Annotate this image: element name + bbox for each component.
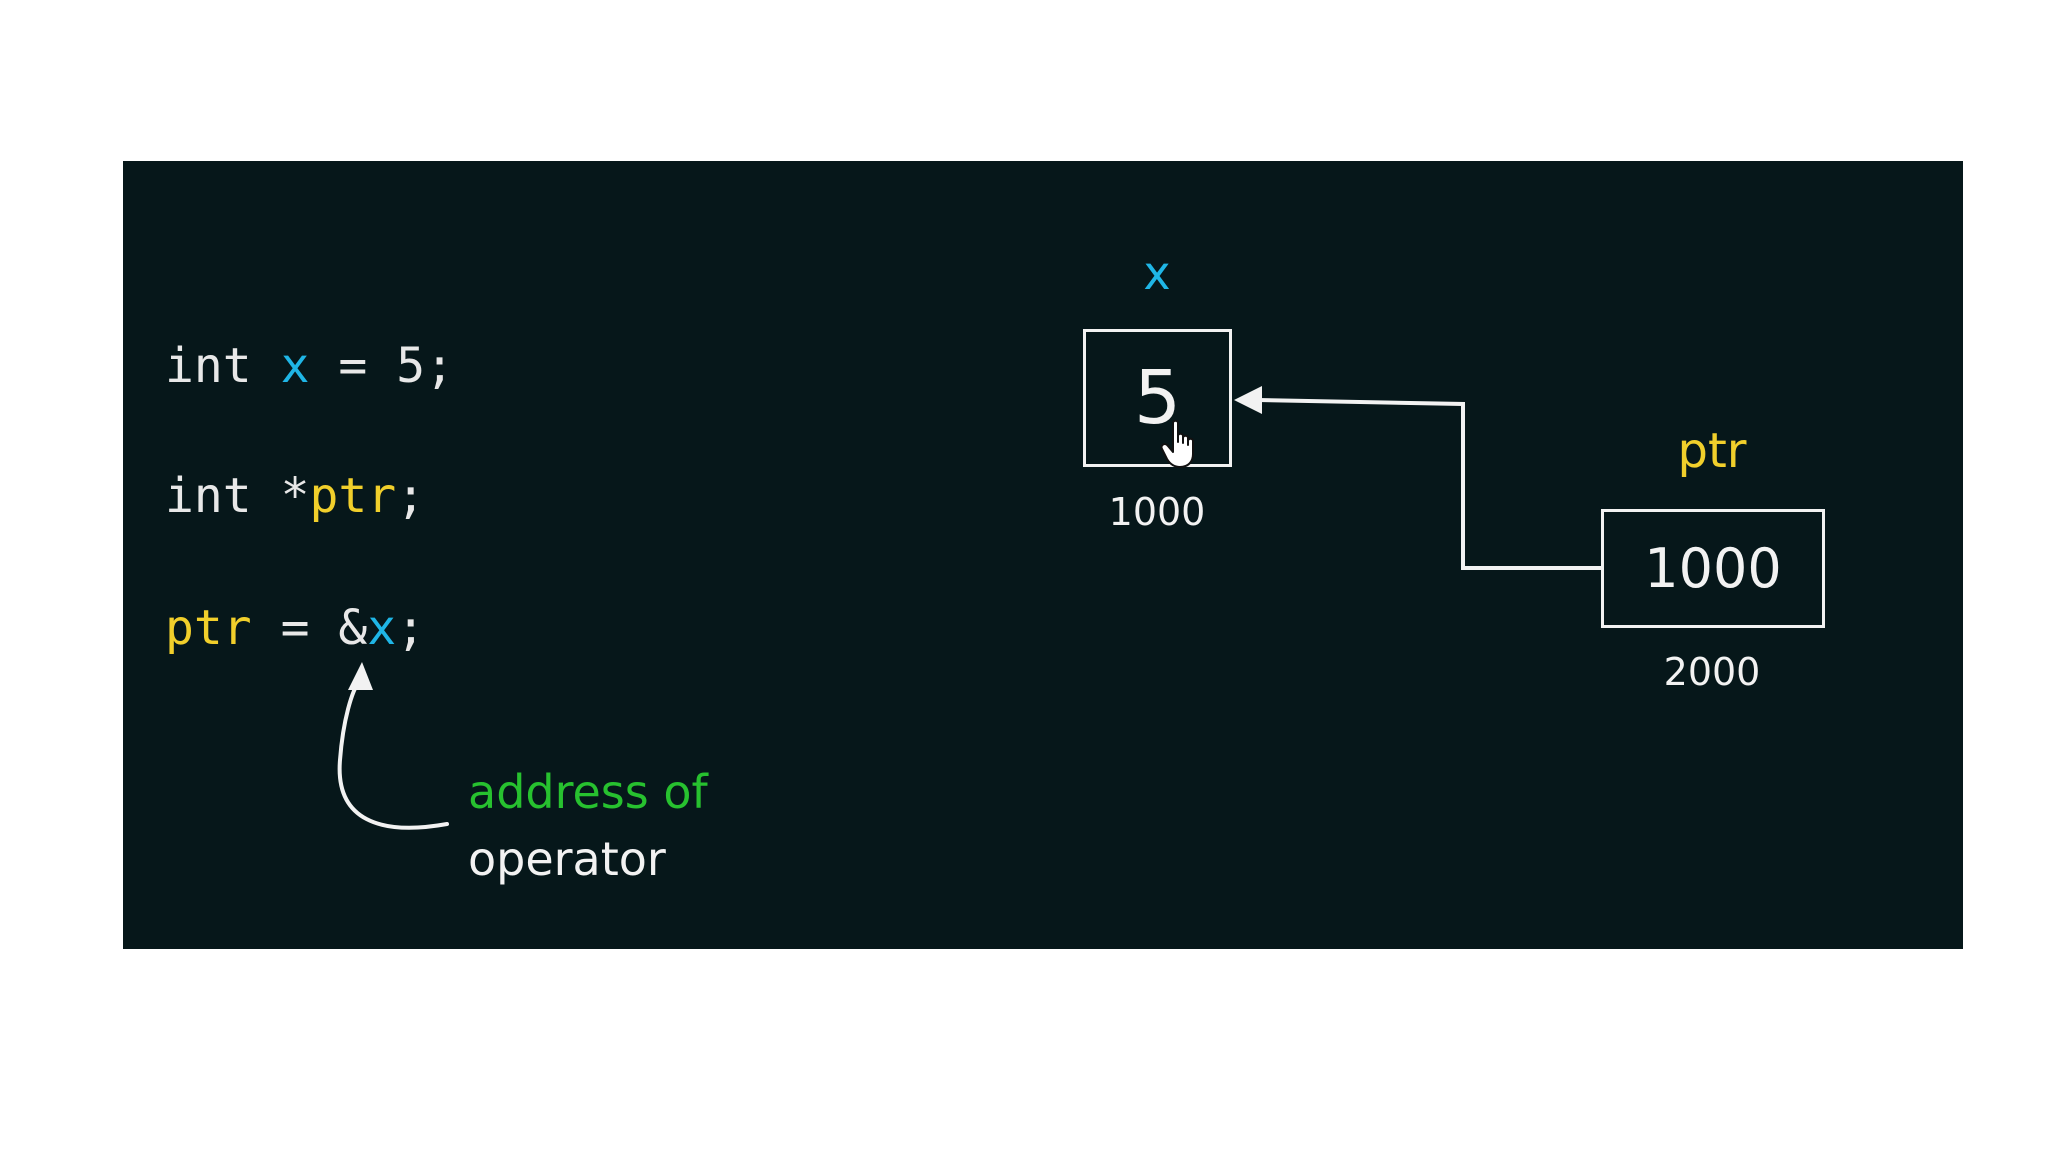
variable-ptr-box: 1000 xyxy=(1601,509,1825,628)
code-line-declare-ptr: int *ptr; xyxy=(165,472,425,520)
code-token: = 5; xyxy=(309,338,454,394)
code-token: = & xyxy=(251,600,368,656)
annotation-address-of: address of xyxy=(468,765,708,819)
code-token: ; xyxy=(396,468,426,524)
variable-x-address: 1000 xyxy=(1108,490,1206,534)
code-token: ptr xyxy=(309,468,397,524)
annotation-curve xyxy=(337,678,449,830)
variable-x-name: x xyxy=(1143,246,1171,300)
code-token: x xyxy=(367,600,397,656)
annotation-operator: operator xyxy=(468,832,666,886)
code-token: int xyxy=(165,338,281,394)
code-line-assign-ptr: ptr = &x; xyxy=(165,604,425,652)
pointer-connector-line xyxy=(1257,398,1601,570)
code-token: ; xyxy=(396,600,426,656)
code-line-declare-x: int x = 5; xyxy=(165,342,454,390)
pointer-arrowhead xyxy=(1234,386,1262,414)
variable-ptr-name: ptr xyxy=(1677,423,1747,479)
code-token: x xyxy=(280,338,310,394)
code-token: ptr xyxy=(165,600,252,656)
variable-ptr-address: 2000 xyxy=(1663,650,1761,694)
code-token: int * xyxy=(165,468,310,524)
diagram-panel xyxy=(123,161,1963,949)
hand-pointer-icon xyxy=(1160,420,1194,468)
arrow-left-icon xyxy=(1234,386,1601,570)
curved-arrow-up-icon xyxy=(337,662,449,830)
annotation-arrowhead xyxy=(348,662,373,690)
